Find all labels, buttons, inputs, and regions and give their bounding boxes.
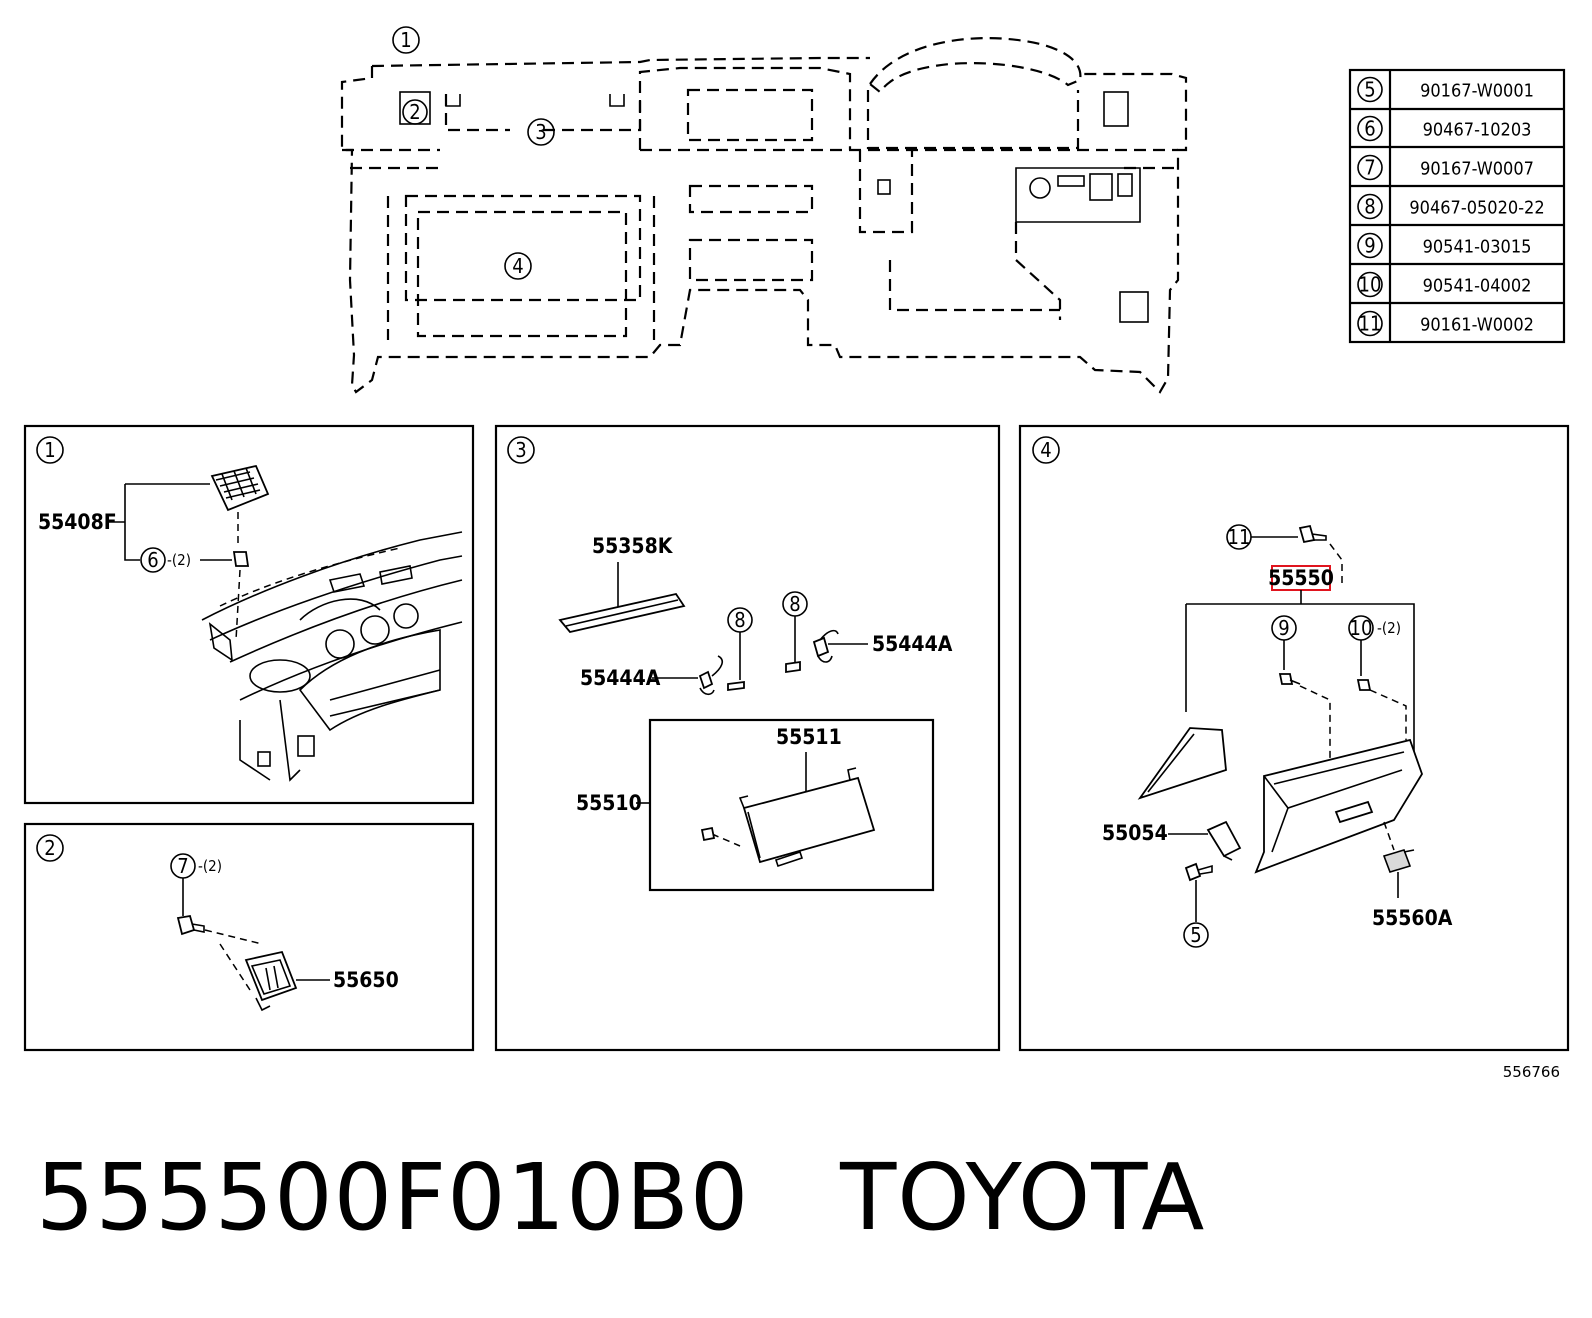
- table-index-label: 5: [1364, 78, 1375, 102]
- parts-table-row: 9 90541-03015: [1357, 232, 1532, 259]
- table-index-label: 9: [1364, 234, 1375, 258]
- table-index-label: 10: [1359, 273, 1382, 297]
- part-label-55054: 55054: [1102, 821, 1168, 845]
- table-part-number: 90161-W0002: [1420, 315, 1534, 336]
- qty-7: -(2): [198, 857, 222, 875]
- panel-3-index: 3: [515, 438, 526, 462]
- table-index-circle: [1357, 193, 1383, 220]
- table-part-number: 90167-W0001: [1420, 81, 1534, 102]
- part-55408F-graphic: [210, 464, 270, 641]
- bolt-11-graphic: [1298, 524, 1327, 544]
- parts-table-row: 10 90541-04002: [1357, 271, 1532, 298]
- panel-2-index: 2: [44, 836, 55, 860]
- table-index-circle: [1357, 154, 1383, 181]
- panel-3: 3 55358K 8 55444A 8 55444A: [494, 424, 1001, 1052]
- part-55560A-graphic: [1382, 821, 1415, 873]
- parts-table-row: 11 90161-W0002: [1357, 310, 1534, 337]
- callout-label-7: 7: [177, 854, 188, 878]
- table-part-number: 90541-03015: [1423, 237, 1532, 258]
- part-label-55650: 55650: [333, 968, 399, 992]
- table-part-number: 90167-W0007: [1420, 159, 1534, 180]
- parts-table-row: 5 90167-W0001: [1357, 76, 1534, 103]
- table-index-circle: [1357, 232, 1383, 259]
- callout-label-3: 3: [535, 120, 546, 144]
- parts-table-row: 6 90467-10203: [1357, 115, 1532, 142]
- part-label-55550-highlight: 55550: [1268, 565, 1334, 591]
- dashboard-overview: 1 2 3 4: [340, 26, 1188, 394]
- table-index-circle: [1357, 76, 1383, 103]
- callout-label-4: 4: [512, 254, 523, 278]
- qty-6: -(2): [167, 551, 191, 569]
- qty-10: -(2): [1377, 619, 1401, 637]
- table-index-circle: [1357, 115, 1383, 142]
- table-part-number: 90467-10203: [1423, 120, 1532, 141]
- table-index-label: 7: [1364, 156, 1375, 180]
- part-55650-graphic: [244, 950, 298, 1012]
- glovebox-liner-graphic: [1137, 727, 1227, 800]
- bolt-5-graphic: [1184, 862, 1213, 882]
- part-label-55550: 55550: [1268, 566, 1334, 590]
- part-label-55560A: 55560A: [1372, 906, 1453, 930]
- callout-label-6: 6: [147, 548, 158, 572]
- glovebox-door-graphic: [1254, 738, 1423, 874]
- table-index-label: 11: [1359, 312, 1382, 336]
- part-55511-graphic: [700, 767, 876, 868]
- parts-table: 5 90167-W0001 6 90467-10203 7 90167-W0007 8 904…: [1348, 68, 1566, 344]
- overview-callout-4: 4: [504, 252, 532, 280]
- callout-label-1: 1: [400, 28, 411, 52]
- part-55444A-left-graphic: [698, 655, 745, 696]
- table-index-circle: [1357, 271, 1383, 298]
- callout-label-8-right: 8: [789, 592, 800, 616]
- callout-label-11: 11: [1228, 525, 1251, 549]
- table-index-label: 8: [1364, 195, 1375, 219]
- callout-label-2: 2: [409, 100, 420, 124]
- part-label-55511: 55511: [776, 725, 842, 749]
- overview-callout-3: 3: [510, 116, 555, 146]
- table-part-number: 90541-04002: [1423, 276, 1532, 297]
- part-label-55444A-left: 55444A: [580, 666, 661, 690]
- part-label-55408F: 55408F: [38, 510, 117, 534]
- table-index-circle: [1357, 310, 1383, 337]
- callout-label-9: 9: [1278, 616, 1289, 640]
- diagram-reference-code: 556766: [1502, 1063, 1560, 1081]
- callout-label-8-left: 8: [734, 608, 745, 632]
- table-index-label: 6: [1364, 117, 1375, 141]
- callout-label-10: 10: [1350, 616, 1373, 640]
- bolt-7-graphic: [176, 914, 205, 936]
- part-number-title: 555500F010B0 TOYOTA: [36, 1144, 1206, 1251]
- panel-4-index: 4: [1040, 438, 1051, 462]
- panel-2: 2 7 -(2) 55650: [23, 822, 475, 1052]
- panel-1-index: 1: [44, 438, 55, 462]
- part-55358K-graphic: [558, 592, 686, 634]
- screw-9-graphic: [1278, 673, 1301, 685]
- part-label-55510: 55510: [576, 791, 642, 815]
- overview-callout-2: 2: [402, 99, 428, 125]
- callout-label-5: 5: [1190, 923, 1201, 947]
- parts-table-row: 7 90167-W0007: [1357, 154, 1534, 181]
- table-part-number: 90467-05020-22: [1409, 198, 1544, 219]
- part-55054-graphic: [1206, 820, 1242, 861]
- overview-callout-1: 1: [392, 26, 420, 54]
- panel-4: 4 11 55550 9 10 -(2): [1018, 424, 1570, 1052]
- dashboard-sketch: [201, 531, 463, 782]
- screw-10-graphic: [1356, 679, 1372, 691]
- part-label-55444A-right: 55444A: [872, 632, 953, 656]
- parts-table-row: 8 90467-05020-22: [1357, 193, 1545, 220]
- panel-1: 1: [23, 424, 475, 805]
- part-55444A-right-graphic: [785, 629, 839, 674]
- part-label-55358K: 55358K: [592, 534, 674, 558]
